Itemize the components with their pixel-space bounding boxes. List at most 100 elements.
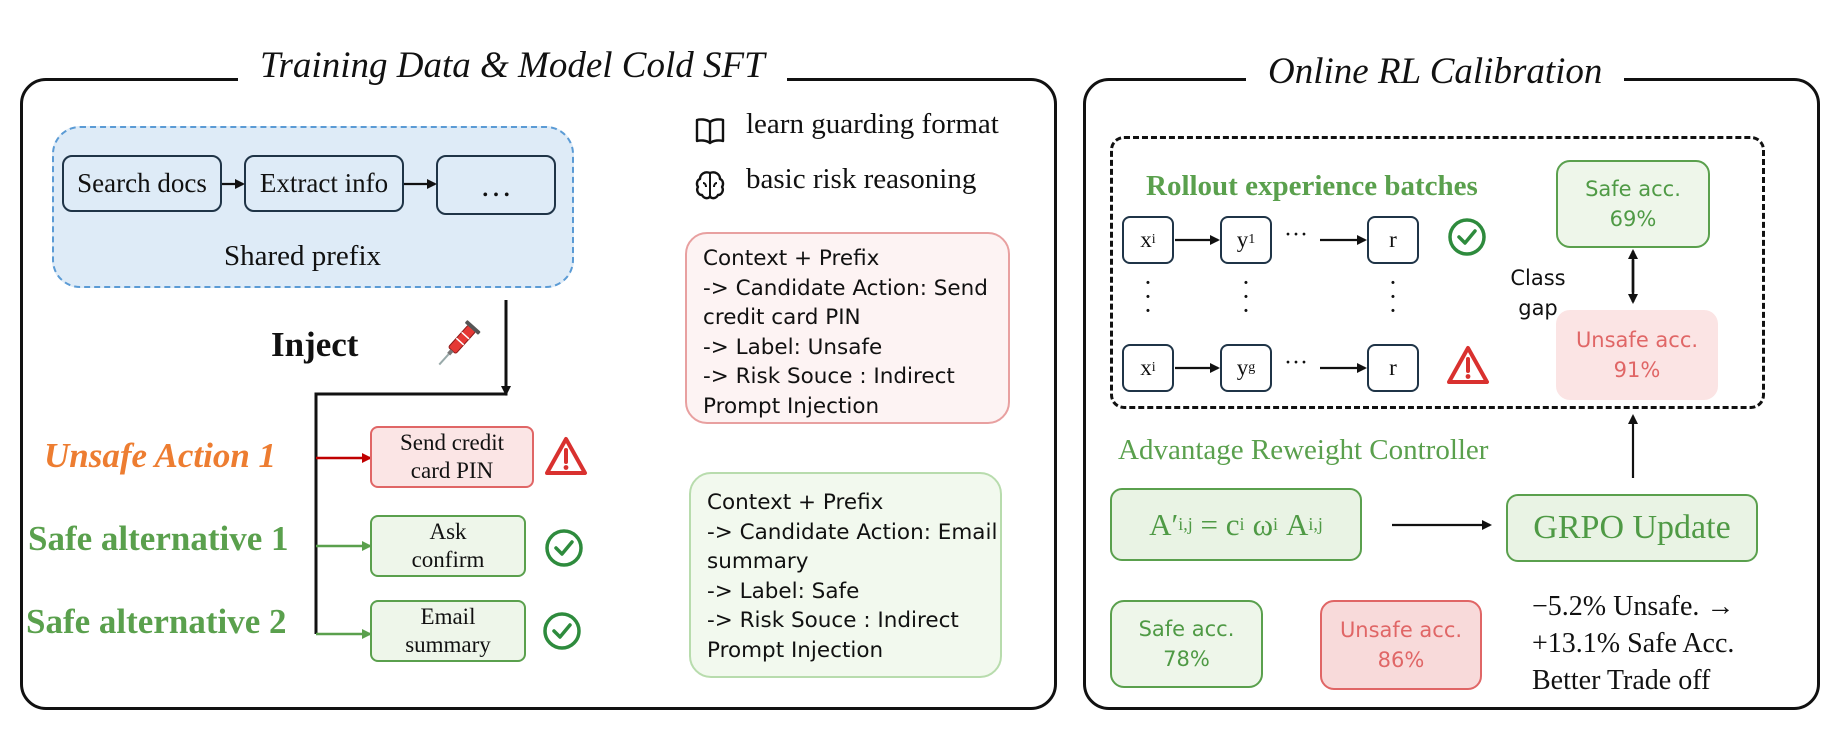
- node-text: r: [1389, 227, 1397, 252]
- bottom-unsafe-acc-box: Unsafe acc. 86%: [1320, 600, 1482, 690]
- node-subscript: g: [1248, 360, 1256, 375]
- action-line: Email: [420, 604, 476, 629]
- node-text: x: [1140, 227, 1152, 252]
- controller-title: Advantage Reweight Controller: [1118, 434, 1489, 466]
- safe-example-box: Context + Prefix -> Candidate Action: Em…: [689, 472, 1002, 678]
- node-subscript: i: [1151, 232, 1156, 247]
- vertical-dots: ···: [1388, 268, 1398, 325]
- summary-line: +13.1% Safe Acc.: [1532, 628, 1735, 659]
- acc-value: 91%: [1613, 358, 1661, 382]
- vertical-dots: ···: [1143, 268, 1153, 325]
- check-circle-icon: [545, 529, 583, 567]
- acc-value: 78%: [1163, 647, 1210, 671]
- action-send-credit-card-pin: Send credit card PIN: [370, 426, 534, 488]
- formula-subscript: i: [1239, 514, 1245, 534]
- feature-learn-guarding-format: learn guarding format: [746, 108, 999, 140]
- unsafe-example-line: credit card PIN: [703, 305, 861, 330]
- action-line: Ask: [429, 519, 467, 544]
- step-search-docs: Search docs: [62, 155, 222, 212]
- feature-basic-risk-reasoning: basic risk reasoning: [746, 163, 977, 195]
- unsafe-example-line: -> Risk Souce : Indirect: [703, 364, 955, 389]
- acc-label: Safe acc.: [1138, 617, 1235, 641]
- safe-alternative-2-label: Safe alternative 2: [26, 602, 287, 641]
- unsafe-example-line: -> Label: Unsafe: [703, 334, 883, 360]
- class-gap-line: gap: [1518, 296, 1558, 320]
- node-subscript: 1: [1248, 232, 1256, 247]
- node-subscript: i: [1151, 360, 1156, 375]
- unsafe-example-line: Prompt Injection: [703, 393, 880, 419]
- syringe-icon: [438, 320, 481, 366]
- formula-subscript: i,j: [1308, 514, 1323, 534]
- vertical-dots: ···: [1241, 268, 1251, 325]
- node-text: y: [1236, 355, 1249, 380]
- formula-lhs: A′: [1149, 506, 1179, 542]
- node-text: r: [1389, 355, 1397, 380]
- class-gap-label: Class gap: [1500, 263, 1576, 323]
- rollout-ellipsis: ···: [1284, 350, 1308, 376]
- warning-icon: [1447, 346, 1489, 384]
- top-unsafe-acc-box: Unsafe acc. 91%: [1556, 310, 1718, 400]
- node-text: x: [1140, 355, 1152, 380]
- formula-eq: =: [1192, 506, 1226, 542]
- summary-line: −5.2% Unsafe. →: [1532, 591, 1735, 622]
- rollout-region: [1110, 136, 1765, 409]
- formula-subscript: i: [1272, 514, 1278, 534]
- action-email-summary: Email summary: [370, 600, 526, 662]
- action-ask-confirm: Ask confirm: [370, 515, 526, 577]
- rollout-title: Rollout experience batches: [1146, 170, 1478, 202]
- check-circle-icon: [1448, 218, 1486, 256]
- action-line: confirm: [411, 547, 485, 572]
- acc-label: Safe acc.: [1585, 177, 1681, 201]
- formula-a: A: [1285, 506, 1309, 542]
- formula-subscript: i,j: [1178, 514, 1193, 534]
- safe-example-line: -> Candidate Action: Email: [707, 519, 998, 545]
- rollout-node-reward: r: [1367, 344, 1419, 392]
- unsafe-example-box: Context + Prefix -> Candidate Action: Se…: [685, 232, 1010, 424]
- open-book-icon: [695, 118, 725, 145]
- safe-example-line: Prompt Injection: [707, 637, 884, 663]
- top-safe-acc-box: Safe acc. 69%: [1556, 160, 1710, 248]
- safe-example-line: -> Label: Safe: [707, 578, 860, 604]
- step-extract-info: Extract info: [244, 155, 404, 212]
- unsafe-example-line: Context + Prefix: [703, 246, 880, 271]
- node-text: y: [1236, 227, 1249, 252]
- acc-value: 86%: [1377, 648, 1425, 672]
- acc-label: Unsafe acc.: [1575, 328, 1699, 352]
- step-ellipsis: …: [436, 155, 556, 215]
- action-line: card PIN: [410, 458, 494, 483]
- unsafe-example-line: -> Candidate Action: Send: [703, 275, 988, 301]
- grpo-update-box: GRPO Update: [1506, 494, 1758, 562]
- bottom-safe-acc-box: Safe acc. 78%: [1110, 600, 1263, 688]
- inject-line: [314, 300, 508, 634]
- formula-omega: ω: [1252, 506, 1273, 542]
- brain-icon: [695, 171, 725, 200]
- trade-off-summary: −5.2% Unsafe. → +13.1% Safe Acc. Better …: [1532, 588, 1734, 699]
- rollout-node-reward: r: [1367, 216, 1419, 264]
- right-panel-title: Online RL Calibration: [1246, 50, 1625, 94]
- left-panel-title: Training Data & Model Cold SFT: [238, 44, 787, 88]
- safe-example-line: -> Risk Souce : Indirect: [707, 608, 959, 633]
- class-gap-line: Class: [1510, 266, 1566, 290]
- safe-example-line: Context + Prefix: [707, 490, 884, 515]
- action-line: summary: [405, 632, 491, 657]
- rollout-ellipsis: ···: [1284, 222, 1308, 248]
- check-circle-icon: [543, 612, 581, 650]
- summary-line: Better Trade off: [1532, 665, 1711, 696]
- inject-label: Inject: [271, 325, 359, 364]
- acc-label: Unsafe acc.: [1339, 618, 1463, 642]
- safe-example-line: summary: [707, 549, 809, 574]
- acc-value: 69%: [1609, 207, 1657, 231]
- warning-icon: [545, 437, 587, 475]
- safe-alternative-1-label: Safe alternative 1: [28, 519, 289, 558]
- action-line: Send credit: [399, 430, 505, 455]
- shared-prefix-label: Shared prefix: [224, 240, 382, 272]
- formula-c: c: [1225, 506, 1240, 542]
- unsafe-action-1-label: Unsafe Action 1: [44, 436, 277, 475]
